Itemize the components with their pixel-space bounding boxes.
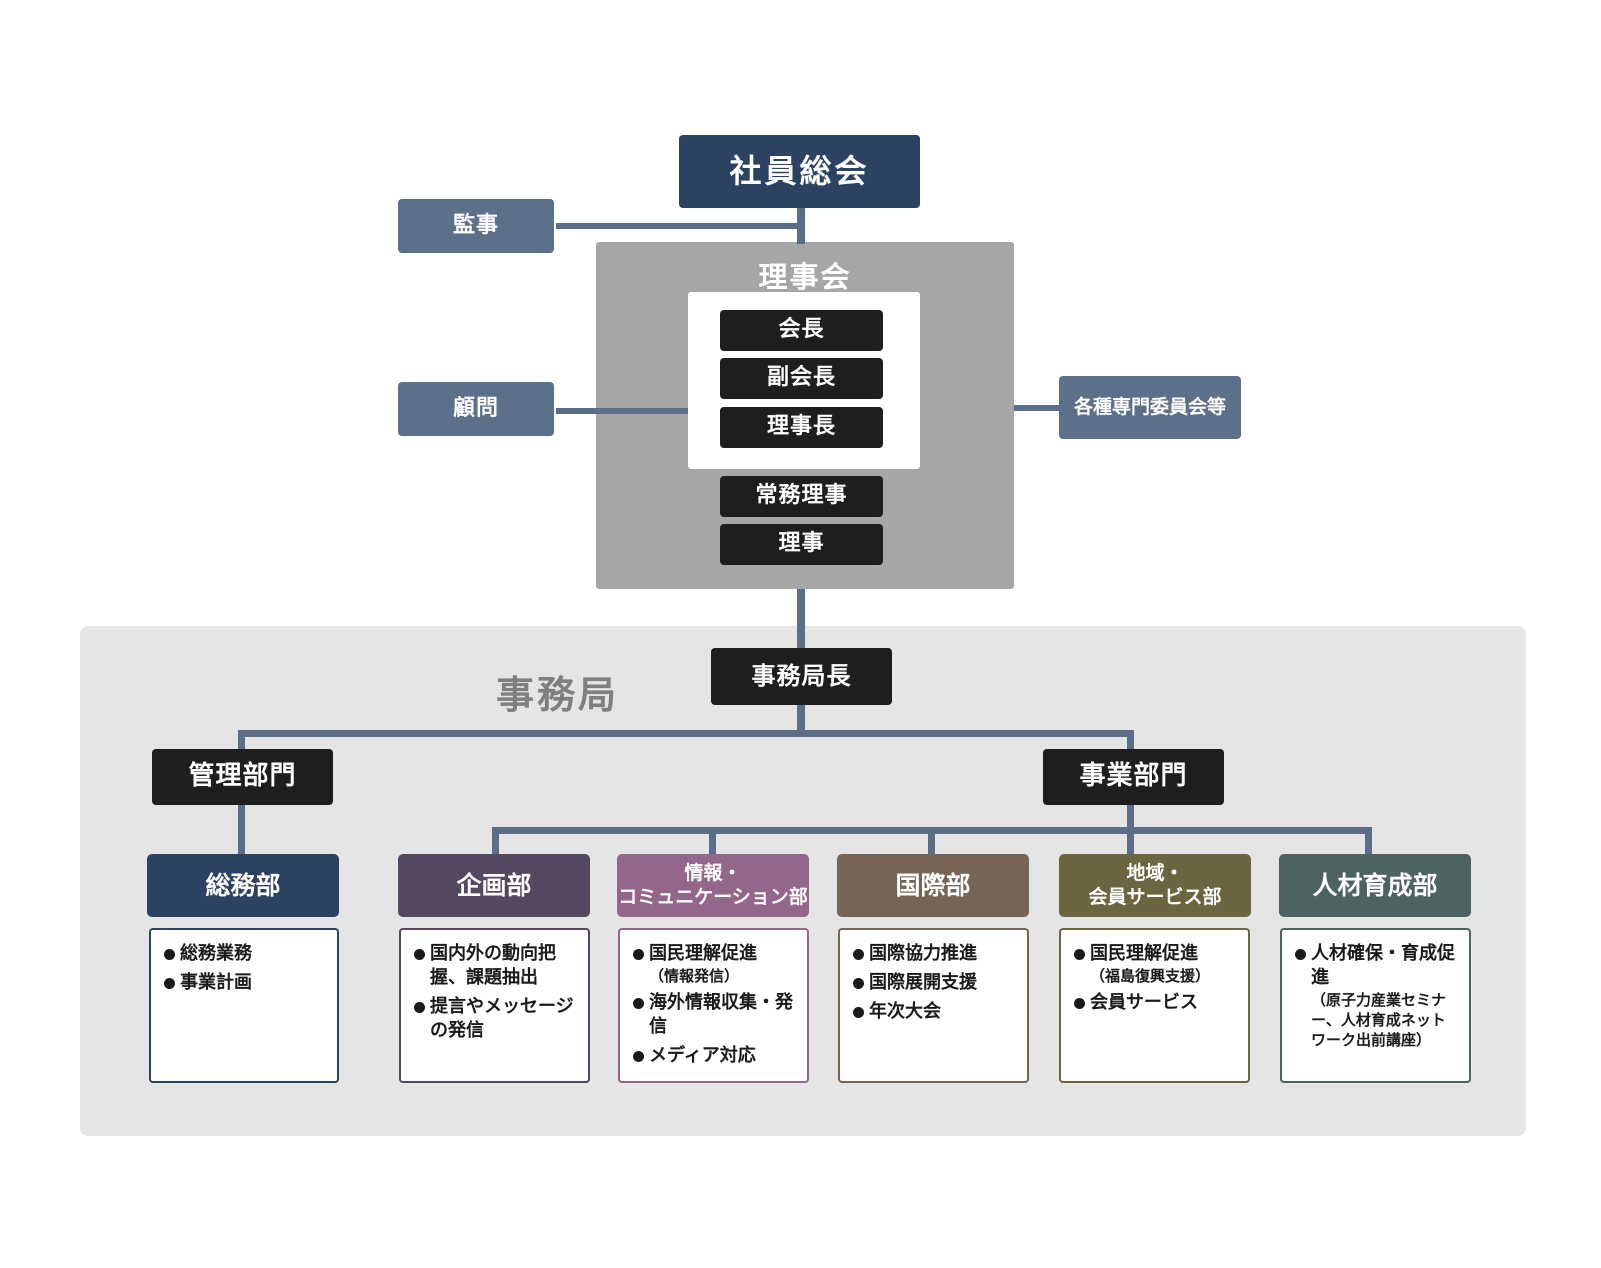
connector-dept-drop-5 <box>1365 827 1372 855</box>
president-box: 理事長 <box>720 407 883 448</box>
chair-box: 会長 <box>720 310 883 351</box>
dept-name: 人材育成部 <box>1312 870 1438 900</box>
duties-planning: 国内外の動向把握、課題抽出 提言やメッセージの発信 <box>399 928 590 1083</box>
duty-item: 人材確保・育成促進（原子力産業セミナー、人材育成ネットワーク出前講座） <box>1294 942 1459 1050</box>
connector-dept-drop-4 <box>1127 827 1134 855</box>
secretary-general-box: 事務局長 <box>711 648 892 705</box>
connector-dept-drop-1 <box>492 827 499 855</box>
auditor-box: 監事 <box>398 199 554 253</box>
duty-note: （福島復興支援） <box>1090 967 1211 985</box>
duties-general-affairs: 総務業務 事業計画 <box>149 928 339 1083</box>
connector-advisor <box>556 408 689 414</box>
connector-dept-drop-2 <box>709 827 716 855</box>
dept-information-communication: 情報・ コミュニケーション部 <box>617 854 809 917</box>
duty-item: 国民理解促進（情報発信） <box>632 942 797 986</box>
dept-planning: 企画部 <box>398 854 590 917</box>
connector-admin-drop <box>238 730 245 752</box>
connector-dept-drop-3 <box>928 827 935 855</box>
duty-note: （原子力産業セミナー、人材育成ネットワーク出前講座） <box>1311 991 1447 1049</box>
admin-division-box: 管理部門 <box>152 749 333 805</box>
general-assembly-box: 社員総会 <box>679 135 920 208</box>
dept-regional-member-services: 地域・ 会員サービス部 <box>1059 854 1251 917</box>
dept-name-line1: 地域・ <box>1126 861 1184 884</box>
duties-human-resources: 人材確保・育成促進（原子力産業セミナー、人材育成ネットワーク出前講座） <box>1280 928 1471 1083</box>
duty-note: （情報発信） <box>649 967 740 985</box>
duty-item: 年次大会 <box>852 1000 1017 1024</box>
duty-item: 総務業務 <box>163 942 327 966</box>
dept-name-line2: 会員サービス部 <box>1088 885 1222 908</box>
dept-general-affairs: 総務部 <box>147 854 339 917</box>
duties-regional-member-services: 国民理解促進（福島復興支援） 会員サービス <box>1059 928 1250 1083</box>
duty-item: 事業計画 <box>163 971 327 995</box>
dept-human-resources: 人材育成部 <box>1279 854 1471 917</box>
connector-assembly-board <box>797 208 805 244</box>
director-box: 理事 <box>720 524 883 565</box>
dept-name: 国際部 <box>895 870 971 900</box>
duty-item: 海外情報収集・発信 <box>632 991 797 1039</box>
advisor-box: 顧問 <box>398 382 554 436</box>
connector-admin-dept <box>238 805 245 855</box>
duties-international: 国際協力推進 国際展開支援 年次大会 <box>838 928 1029 1083</box>
dept-name: 企画部 <box>456 870 532 900</box>
duty-item: 会員サービス <box>1073 991 1238 1015</box>
connector-board-office <box>797 589 805 652</box>
dept-name: 総務部 <box>205 870 281 900</box>
duty-item: 国際協力推進 <box>852 942 1017 966</box>
connector-auditor <box>556 223 801 229</box>
executive-director-box: 常務理事 <box>720 476 883 517</box>
duties-information-communication: 国民理解促進（情報発信） 海外情報収集・発信 メディア対応 <box>618 928 809 1083</box>
office-title: 事務局 <box>496 673 620 717</box>
duty-item: 国内外の動向把握、課題抽出 <box>413 942 578 990</box>
connector-secretary-down <box>797 705 805 736</box>
duty-item: メディア対応 <box>632 1044 797 1068</box>
connector-division-bar <box>238 730 1134 737</box>
vice-chair-box: 副会長 <box>720 358 883 399</box>
duty-item: 提言やメッセージの発信 <box>413 995 578 1043</box>
dept-international: 国際部 <box>837 854 1029 917</box>
board-title: 理事会 <box>758 260 852 294</box>
duty-item: 国民理解促進（福島復興支援） <box>1073 942 1238 986</box>
duty-item: 国際展開支援 <box>852 971 1017 995</box>
committees-box: 各種専門委員会等 <box>1059 376 1241 439</box>
connector-business-drop <box>1127 730 1134 752</box>
business-division-box: 事業部門 <box>1043 749 1224 805</box>
connector-business-down <box>1127 805 1134 830</box>
dept-name-line2: コミュニケーション部 <box>618 885 808 908</box>
connector-committees <box>1014 405 1064 411</box>
dept-name-line1: 情報・ <box>684 861 742 884</box>
